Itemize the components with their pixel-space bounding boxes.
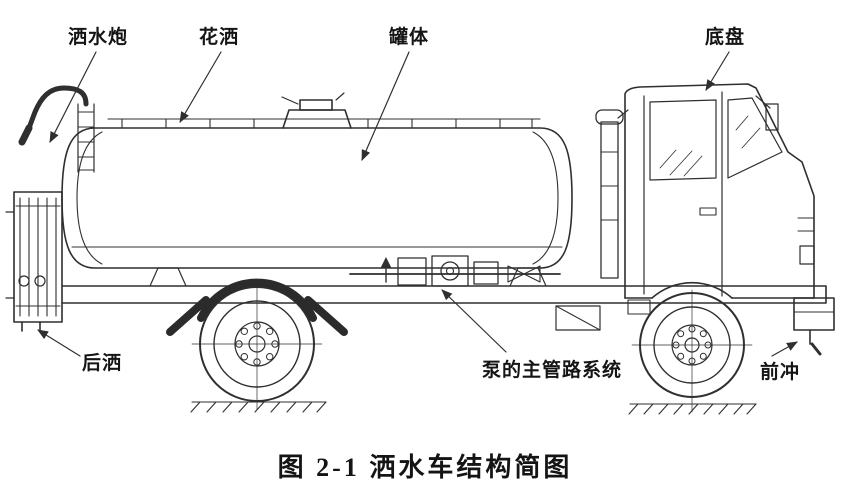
tank-body bbox=[61, 92, 573, 269]
label-water-cannon: 洒水炮 bbox=[68, 27, 129, 48]
figure-caption: 图 2-1 洒水车结构简图 bbox=[277, 453, 573, 482]
label-pump-main-pipeline: 泵的主管路系统 bbox=[482, 360, 623, 381]
label-sprinkler-head: 花洒 bbox=[199, 27, 240, 48]
leaf-spring-rear-right bbox=[304, 296, 348, 336]
front-wheel bbox=[631, 289, 753, 413]
leader-arrow-tank-body bbox=[361, 51, 410, 161]
leader-arrow-front-flush bbox=[771, 341, 798, 357]
up-arrow-icon bbox=[380, 257, 392, 268]
ground-line bbox=[190, 401, 757, 415]
leader-arrow-water-cannon bbox=[49, 51, 97, 143]
leader-arrow-rear-spray bbox=[37, 329, 81, 357]
rear-wheel bbox=[166, 278, 348, 411]
front-flush-nozzle bbox=[810, 342, 822, 356]
leader-arrow-chassis bbox=[705, 51, 730, 91]
leader-lines bbox=[37, 51, 798, 357]
label-chassis: 底盘 bbox=[705, 27, 746, 48]
front-bumper bbox=[793, 297, 835, 356]
pump-main-pipeline bbox=[349, 255, 561, 287]
air-intake-stack bbox=[595, 109, 629, 279]
water-cannon bbox=[18, 85, 95, 173]
cab-step bbox=[627, 299, 651, 315]
cab bbox=[624, 83, 815, 315]
label-rear-spray: 后洒 bbox=[82, 353, 123, 374]
rear-spray-frame bbox=[5, 191, 63, 332]
tank-manhole bbox=[281, 92, 352, 129]
rear-fender bbox=[197, 278, 317, 322]
leader-arrow-pump-pipeline bbox=[441, 289, 507, 353]
leader-arrow-sprinkler-head bbox=[179, 51, 222, 123]
leaf-spring-rear-left bbox=[166, 296, 210, 336]
label-tank-body: 罐体 bbox=[389, 27, 430, 48]
label-front-flush: 前冲 bbox=[760, 362, 801, 383]
headlight bbox=[799, 245, 815, 265]
